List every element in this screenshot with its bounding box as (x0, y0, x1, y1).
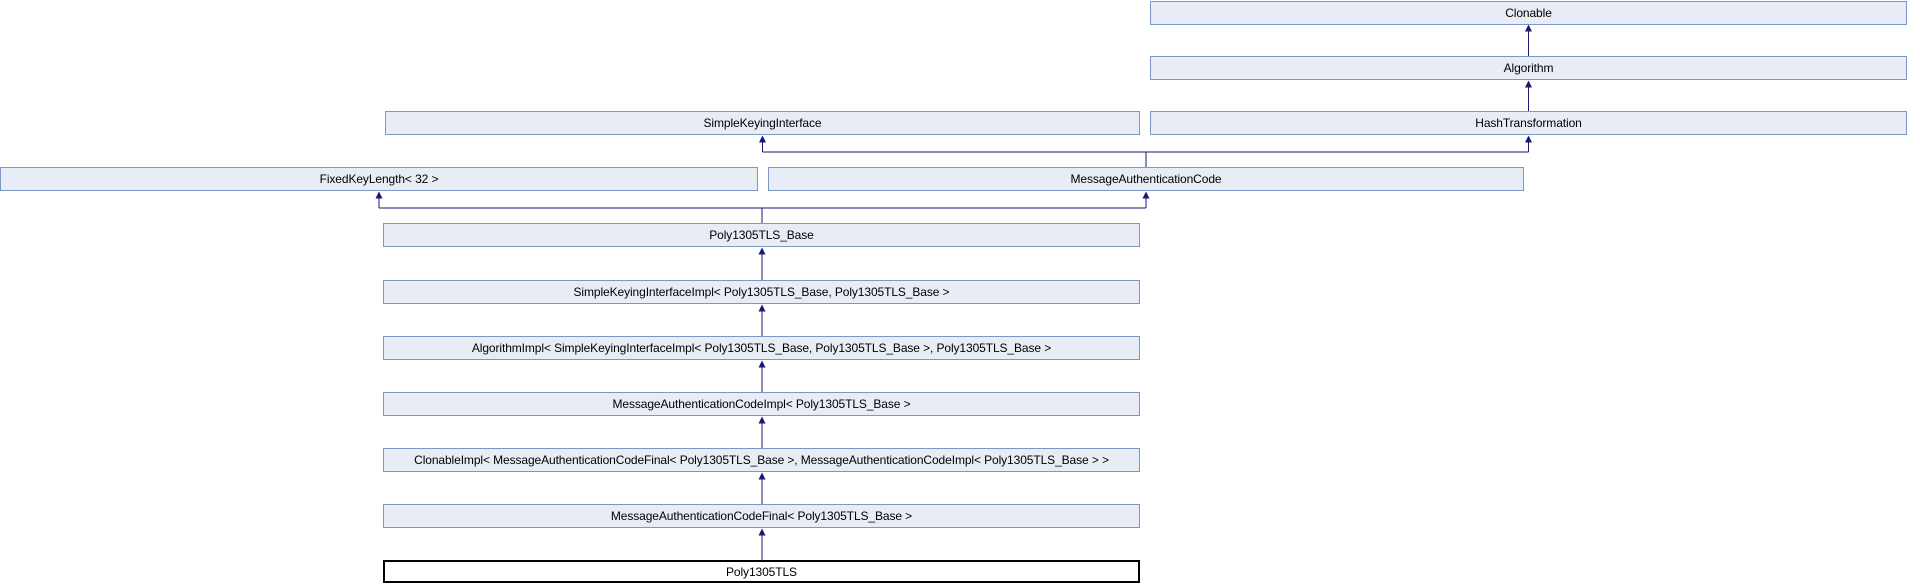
class-node-message-authentication-code-impl[interactable]: MessageAuthenticationCodeImpl< Poly1305T… (383, 392, 1140, 416)
class-node-poly1305tls-base[interactable]: Poly1305TLS_Base (383, 223, 1140, 247)
class-node-simple-keying-interface[interactable]: SimpleKeyingInterface (385, 111, 1140, 135)
class-node-message-authentication-code[interactable]: MessageAuthenticationCode (768, 167, 1524, 191)
edge-arrowheads (375, 24, 1532, 536)
class-node-fixed-key-length-32[interactable]: FixedKeyLength< 32 > (0, 167, 758, 191)
edge-mac-to-parents (762, 142, 1529, 167)
class-node-algorithm[interactable]: Algorithm (1150, 56, 1907, 80)
class-node-clonable[interactable]: Clonable (1150, 1, 1907, 25)
class-node-clonable-impl[interactable]: ClonableImpl< MessageAuthenticationCodeF… (383, 448, 1140, 472)
class-node-hash-transformation[interactable]: HashTransformation (1150, 111, 1907, 135)
class-node-simple-keying-interface-impl[interactable]: SimpleKeyingInterfaceImpl< Poly1305TLS_B… (383, 280, 1140, 304)
class-node-poly1305tls-current: Poly1305TLS (383, 560, 1140, 583)
edge-base-to-parents (378, 198, 1147, 223)
class-node-message-authentication-code-final[interactable]: MessageAuthenticationCodeFinal< Poly1305… (383, 504, 1140, 528)
class-node-algorithm-impl[interactable]: AlgorithmImpl< SimpleKeyingInterfaceImpl… (383, 336, 1140, 360)
